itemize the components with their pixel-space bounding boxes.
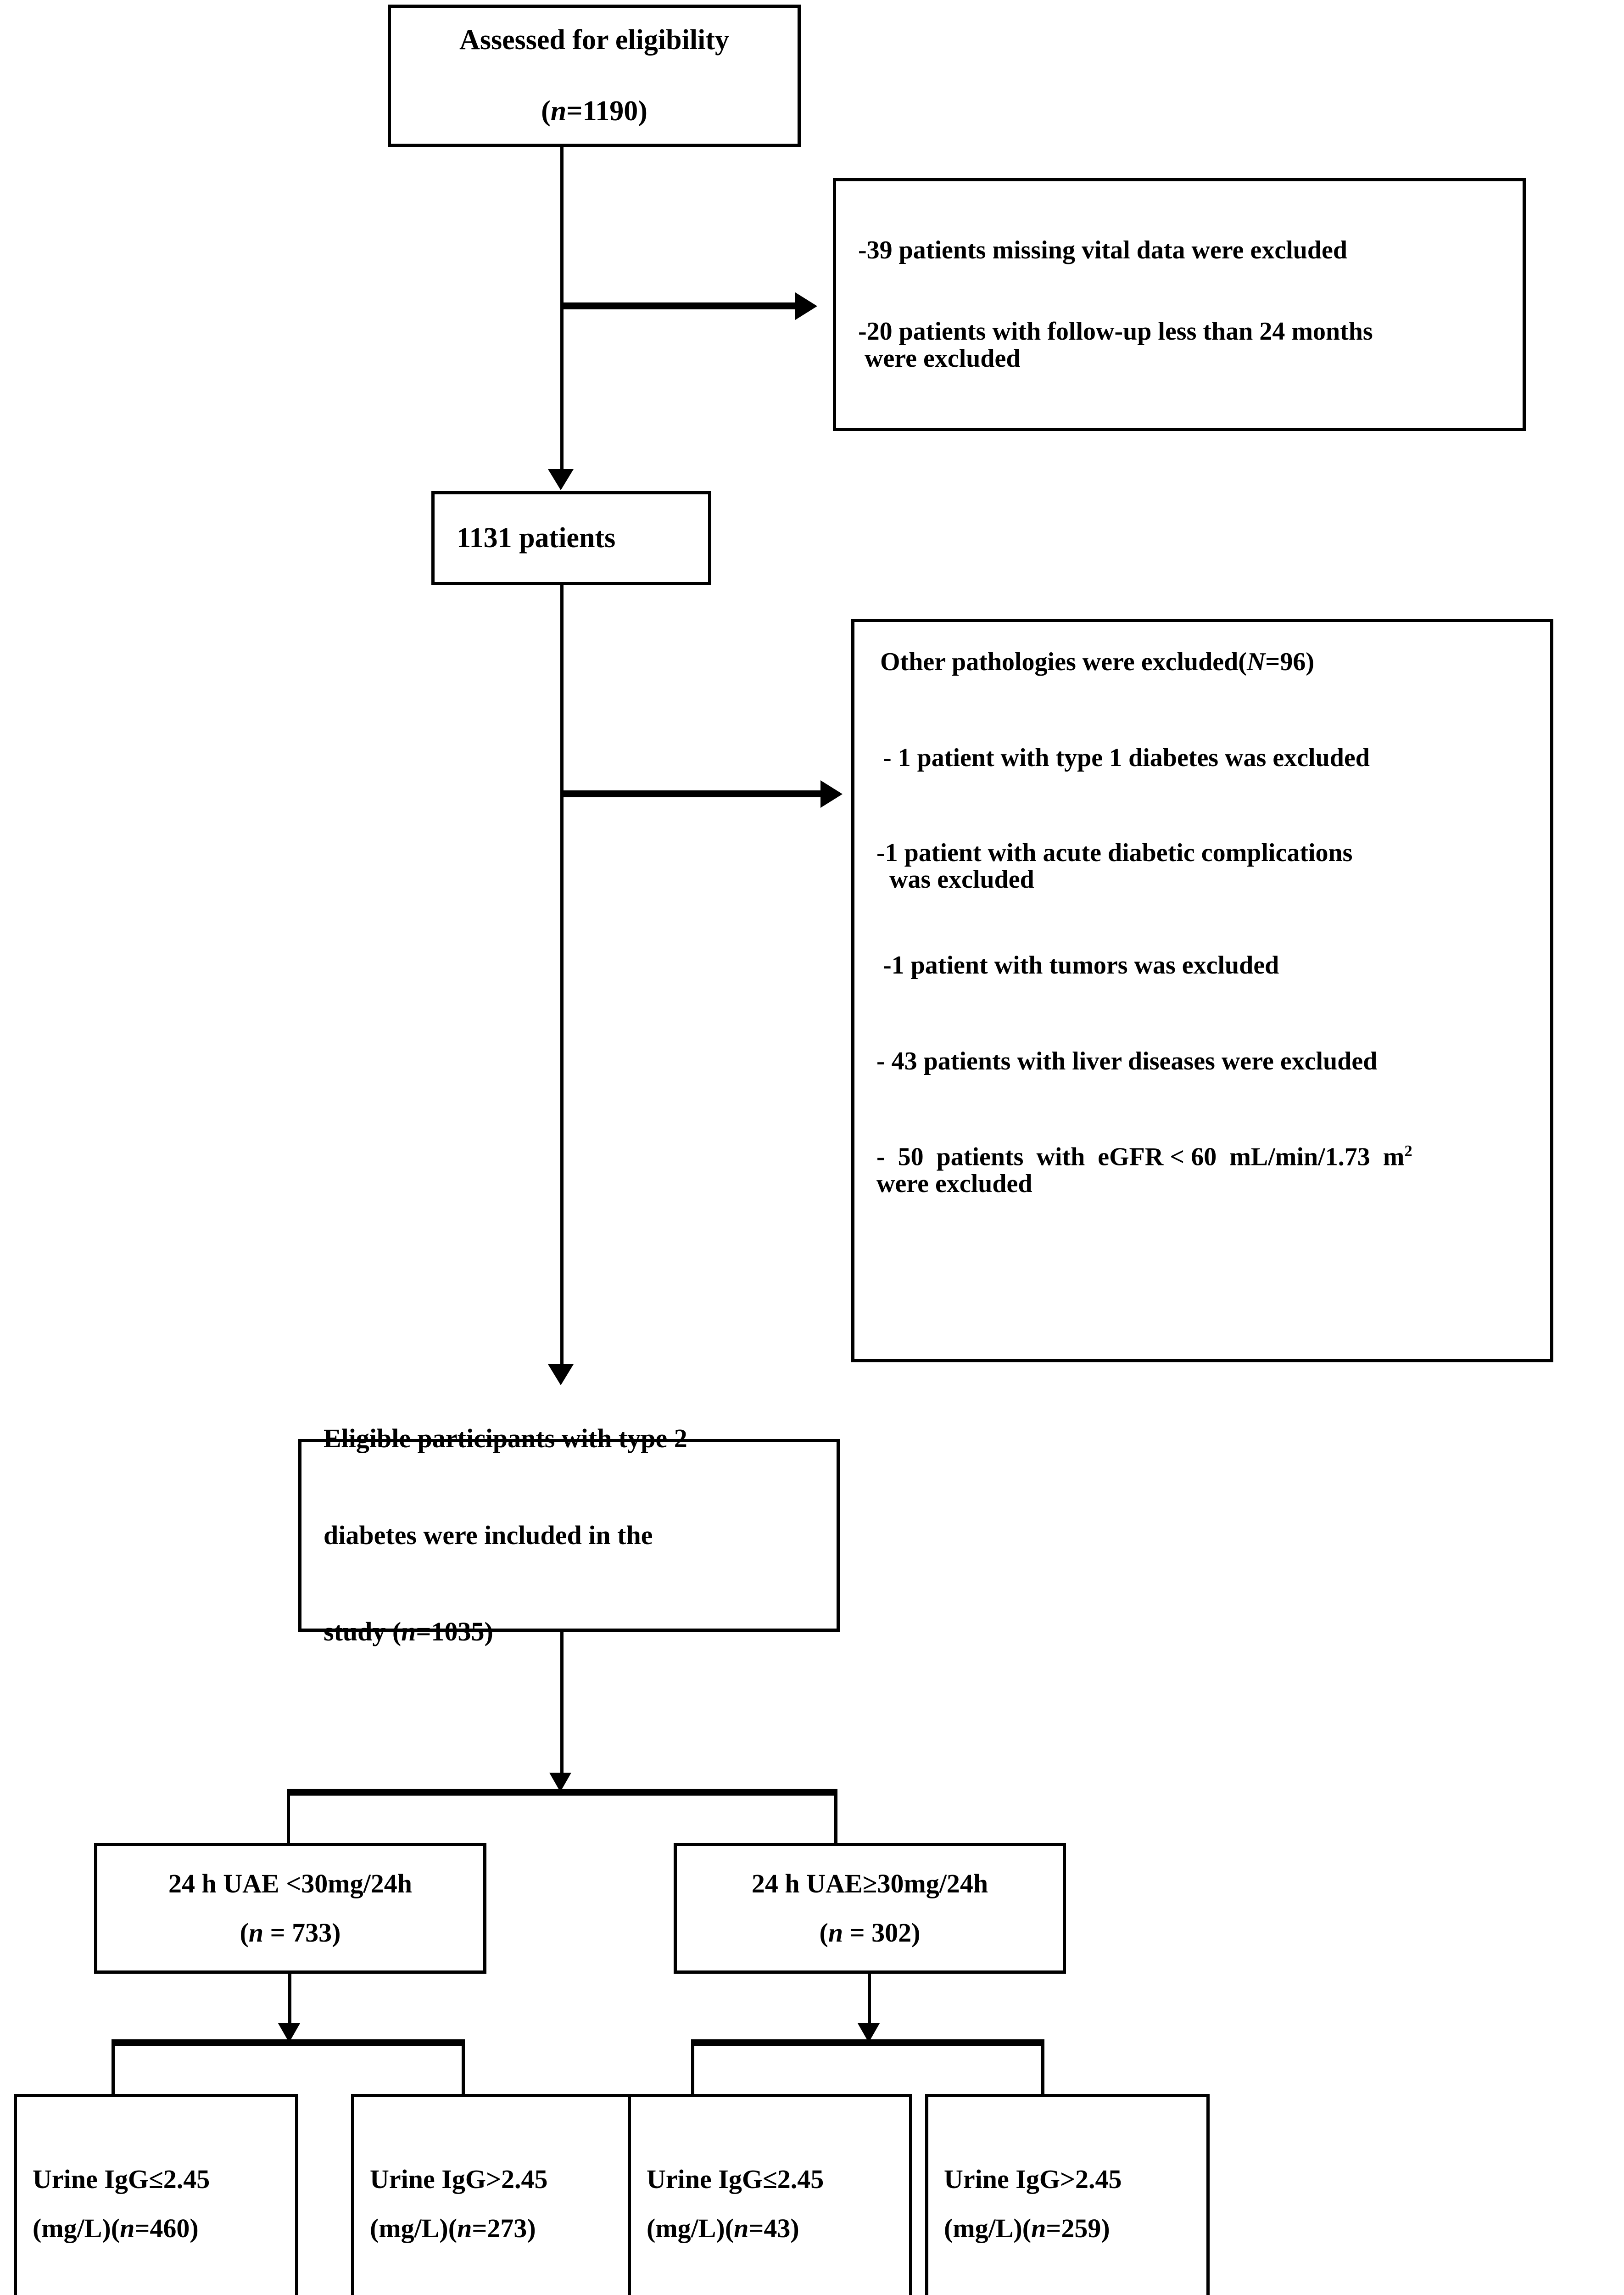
node-uae-high: 24 h UAE≥30mg/24h (n = 302) — [674, 1843, 1066, 1974]
node-igg-low-uae-low: Urine IgG≤2.45 (mg/L)(n=460) — [14, 2094, 298, 2295]
arrowhead-to-exclusion-2 — [820, 780, 843, 808]
node-exclusion-list-2: Other pathologies were excluded(N=96) - … — [851, 619, 1553, 1362]
igg3-criterion: Urine IgG≤2.45 — [647, 2164, 824, 2194]
remaining-count: 1131 patients — [457, 522, 616, 554]
connector-igg3-drop — [691, 2039, 694, 2110]
node-uae-low: 24 h UAE <30mg/24h (n = 733) — [94, 1843, 486, 1974]
node-igg-high-uae-low: Urine IgG>2.45 (mg/L)(n=273) — [351, 2094, 636, 2295]
exclusion-2-item-2: -1 patient with acute diabetic complicat… — [876, 838, 1353, 894]
node-assessed-for-eligibility: Assessed for eligibility (n=1190) — [388, 5, 801, 147]
node-igg-high-uae-high: Urine IgG>2.45 (mg/L)(n=259) — [925, 2094, 1210, 2295]
exclusion-1-item-2: -20 patients with follow-up less than 24… — [858, 317, 1373, 373]
igg3-count: (mg/L)(n=43) — [647, 2213, 799, 2243]
arrowhead-to-exclusion-1 — [795, 292, 817, 320]
connector-remaining-down — [560, 585, 564, 1366]
assessed-count: (n=1190) — [541, 95, 647, 127]
uae-high-count: (n = 302) — [819, 1917, 921, 1948]
uae-low-count: (n = 733) — [240, 1917, 341, 1948]
igg2-criterion: Urine IgG>2.45 — [370, 2164, 548, 2194]
eligible-line-1: Eligible participants with type 2 — [324, 1423, 687, 1453]
exclusion-2-item-4: - 43 patients with liver diseases were e… — [876, 1047, 1378, 1075]
connector-eligible-down — [560, 1632, 564, 1774]
connector-to-exclusion-2 — [560, 790, 824, 797]
node-remaining-patients: 1131 patients — [431, 491, 711, 585]
igg4-count: (mg/L)(n=259) — [944, 2213, 1110, 2243]
node-igg-low-uae-high: Urine IgG≤2.45 (mg/L)(n=43) — [628, 2094, 912, 2295]
uae-high-criterion: 24 h UAE≥30mg/24h — [751, 1868, 988, 1898]
connector-to-exclusion-1 — [560, 302, 799, 309]
connector-split-uae-right — [834, 1789, 837, 1860]
exclusion-2-item-5: - 50 patients with eGFR < 60 mL/min/1.73… — [876, 1142, 1412, 1198]
connector-uae-low-down — [288, 1974, 291, 2033]
split-bar-igg-right — [691, 2039, 1044, 2046]
arrowhead-to-remaining — [548, 469, 574, 490]
uae-low-criterion: 24 h UAE <30mg/24h — [168, 1868, 412, 1898]
eligible-count: study (n=1035) — [324, 1617, 493, 1647]
connector-igg2-drop — [462, 2039, 465, 2110]
exclusion-2-heading: Other pathologies were excluded(N=96) — [880, 648, 1314, 676]
igg1-count: (mg/L)(n=460) — [33, 2213, 199, 2243]
assessed-title: Assessed for eligibility — [459, 24, 729, 56]
connector-igg1-drop — [112, 2039, 115, 2110]
node-exclusion-list-1: -39 patients missing vital data were exc… — [833, 178, 1526, 431]
split-bar-uae — [287, 1789, 837, 1796]
connector-igg4-drop — [1041, 2039, 1044, 2110]
connector-split-uae-left — [287, 1789, 290, 1860]
node-eligible-participants: Eligible participants with type 2 diabet… — [298, 1424, 840, 1646]
arrowhead-to-eligible — [548, 1364, 574, 1385]
exclusion-2-item-1: - 1 patient with type 1 diabetes was exc… — [876, 743, 1370, 772]
eligible-line-2: diabetes were included in the — [324, 1520, 653, 1550]
exclusion-1-item-1: -39 patients missing vital data were exc… — [858, 236, 1348, 265]
igg2-count: (mg/L)(n=273) — [370, 2213, 536, 2243]
igg1-criterion: Urine IgG≤2.45 — [33, 2164, 210, 2194]
exclusion-2-item-3: -1 patient with tumors was excluded — [876, 951, 1279, 980]
split-bar-igg-left — [112, 2039, 465, 2046]
igg4-criterion: Urine IgG>2.45 — [944, 2164, 1122, 2194]
connector-uae-high-down — [868, 1974, 871, 2033]
